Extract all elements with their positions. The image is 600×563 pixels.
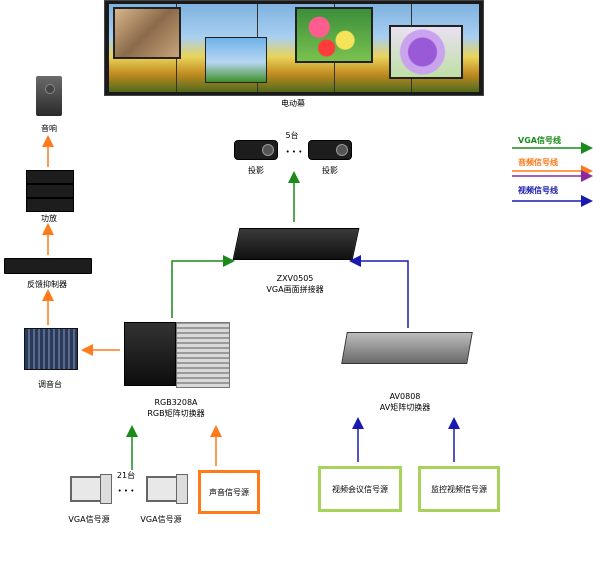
amplifier-unit: [26, 170, 74, 184]
splicer-model: ZXV0505: [276, 274, 314, 283]
amplifier-unit: [26, 198, 74, 212]
rgb-to-splicer-arrow: [171, 255, 235, 318]
puppies-window: [113, 7, 181, 59]
amplifier-unit: [26, 184, 74, 198]
landscape-window: [205, 37, 267, 83]
computer-left-tower-icon: [100, 474, 112, 504]
av-to-splicer-arrow: [349, 255, 409, 328]
purple-flower-window: [389, 25, 463, 79]
projector-right-label: 投影: [322, 166, 338, 175]
projector-dots: • • •: [285, 148, 303, 156]
av-matrix-model: AV0808: [389, 392, 421, 401]
computer-right-monitor-icon: [146, 476, 178, 502]
source-dots: • • •: [117, 487, 135, 495]
rgb-matrix-model: RGB3208A: [154, 398, 198, 407]
speaker-label: 音响: [41, 124, 57, 133]
computer-right-tower-icon: [176, 474, 188, 504]
splicer-name: VGA画面拼接器: [266, 285, 324, 294]
feedback-suppressor-icon: [4, 258, 92, 274]
vga-source-right-label: VGA信号源: [140, 515, 182, 524]
projector-count-label: 5台: [285, 131, 299, 140]
mixer-icon: [24, 328, 78, 370]
rgb-matrix-back: [176, 322, 230, 388]
amplifier-label: 功放: [41, 214, 57, 223]
legend-video-label: 视频信号线: [518, 186, 558, 195]
monitor-video-source-box: 监控视频信号源: [418, 466, 500, 512]
speaker-cone: [45, 84, 55, 94]
audio-source-box: 声音信号源: [198, 470, 260, 514]
speaker-icon: [36, 76, 62, 116]
flowers-window: [295, 7, 373, 63]
video-wall-screen: [104, 0, 484, 96]
screen-label: 电动幕: [281, 99, 305, 108]
projector-lens: [262, 144, 274, 156]
legend-vga-label: VGA信号线: [518, 136, 561, 145]
projector-left-label: 投影: [248, 166, 264, 175]
vga-source-left-label: VGA信号源: [68, 515, 110, 524]
source-count-label: 21台: [116, 471, 136, 480]
av-matrix-name: AV矩阵切换器: [379, 403, 431, 412]
projector-lens: [336, 144, 348, 156]
rgb-matrix-name: RGB矩阵切换器: [147, 409, 205, 418]
mixer-label: 调音台: [38, 380, 62, 389]
feedback-suppressor-label: 反馈抑制器: [27, 280, 67, 289]
video-conference-source-box: 视频会议信号源: [318, 466, 402, 512]
rgb-matrix-front: [124, 322, 176, 386]
computer-left-monitor-icon: [70, 476, 102, 502]
legend-audio-label: 音频信号线: [518, 158, 558, 167]
